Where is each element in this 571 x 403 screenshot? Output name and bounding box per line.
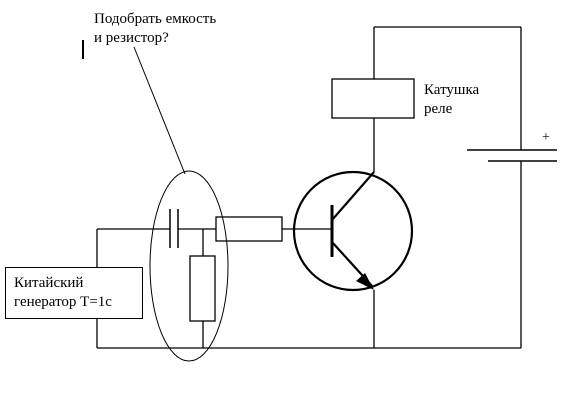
- transistor: [292, 170, 414, 292]
- question-label: Подобрать емкость и резистор?: [94, 10, 216, 48]
- base-resistor: [215, 216, 283, 242]
- question-line-2: и резистор?: [94, 30, 169, 46]
- text-cursor: [82, 40, 84, 59]
- relay-line-2: реле: [424, 101, 453, 117]
- generator-label: Китайский генератор Т=1с: [14, 274, 112, 312]
- emitter-arrow: [356, 273, 374, 290]
- relay-coil: [331, 78, 415, 119]
- battery-plus-label: +: [542, 130, 550, 145]
- highlight-ellipse: [149, 170, 229, 362]
- generator-box: Китайский генератор Т=1с: [5, 267, 143, 319]
- question-pointer-line: [133, 46, 186, 175]
- transistor-body: [292, 170, 414, 292]
- transistor-collector: [331, 171, 375, 221]
- generator-line-2: генератор Т=1с: [14, 294, 112, 310]
- relay-label: Катушка реле: [424, 81, 479, 119]
- relay-line-1: Катушка: [424, 82, 480, 98]
- shunt-resistor: [189, 255, 216, 322]
- generator-line-1: Китайский: [14, 275, 84, 291]
- question-line-1: Подобрать емкость: [94, 11, 217, 27]
